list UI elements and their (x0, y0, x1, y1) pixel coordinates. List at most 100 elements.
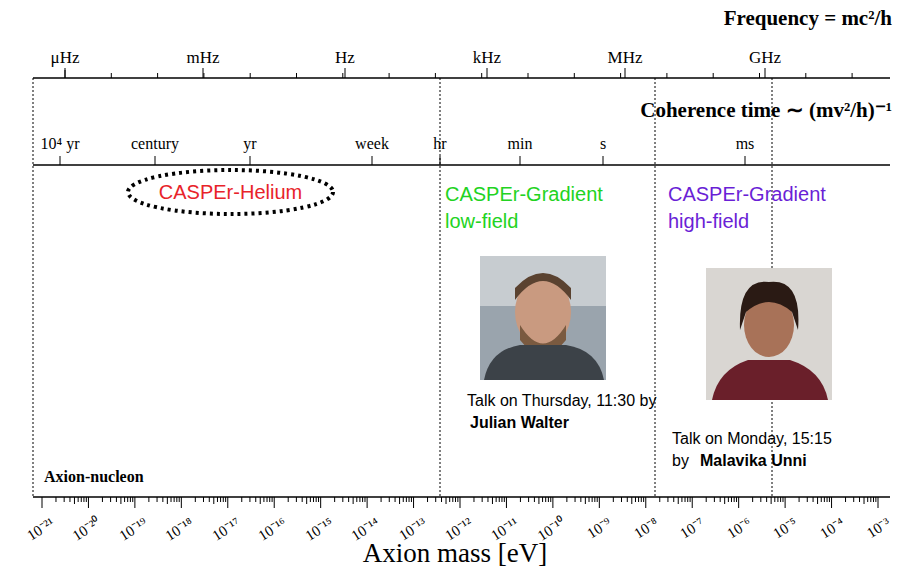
axis-tick (785, 497, 786, 508)
axis-tick (255, 497, 256, 502)
axis-tick (714, 497, 715, 502)
axis-tick (678, 497, 679, 504)
axis-tick (878, 497, 879, 508)
axis-tick (155, 156, 156, 165)
axis-tick (69, 497, 70, 502)
speaker-name: Julian Walter (470, 414, 569, 432)
frequency-label: mHz (186, 48, 219, 68)
mass-tick-label: 10⁻¹⁷ (208, 512, 244, 545)
axis-tick (42, 497, 43, 508)
axis-tick (195, 497, 196, 502)
axis-tick (296, 73, 297, 78)
axis-tick (752, 497, 753, 502)
axis-tick (395, 497, 396, 502)
axis-tick (845, 497, 846, 502)
axis-tick (780, 497, 781, 502)
axis-tick (250, 156, 251, 165)
axis-tick (411, 497, 412, 502)
axis-tick (506, 497, 507, 508)
axis-tick (116, 497, 117, 502)
range-divider (33, 78, 34, 497)
axis-tick (362, 497, 363, 502)
axis-tick (827, 497, 828, 502)
axis-tick (127, 497, 128, 502)
axis-tick (381, 497, 382, 502)
coupling-label: Axion-nucleon (44, 468, 144, 486)
axis-tick (728, 497, 729, 502)
axis-tick (111, 73, 112, 78)
axis-tick (367, 497, 368, 508)
axis-tick (413, 497, 414, 508)
axis-tick (318, 497, 319, 502)
axis-tick (260, 497, 261, 504)
axis-tick (852, 73, 853, 78)
axis-tick (334, 497, 335, 502)
axis-tick (353, 497, 354, 504)
axis-tick (389, 497, 390, 502)
frequency-label: GHz (749, 48, 781, 68)
axis-tick (777, 497, 778, 502)
mass-tick-label: 10⁻⁴ (815, 512, 847, 542)
axis-tick (766, 497, 767, 502)
axis-tick (225, 497, 226, 502)
axis-tick (627, 497, 628, 502)
axis-tick (102, 497, 103, 502)
mass-tick-label: 10⁻⁹ (583, 512, 615, 542)
axis-tick (88, 497, 89, 508)
axis-tick (829, 497, 830, 502)
axis-tick (320, 497, 321, 508)
axis-tick (731, 497, 732, 502)
axis-tick (481, 73, 482, 78)
axis-tick (487, 497, 488, 502)
axis-tick (296, 497, 297, 502)
axis-tick (736, 497, 737, 502)
axis-tick (171, 497, 172, 502)
axis-tick (824, 497, 825, 502)
axis-tick (148, 497, 149, 502)
time-label: min (508, 135, 533, 153)
axis-tick (487, 68, 488, 78)
axis-tick (440, 156, 441, 165)
axis-tick (359, 497, 360, 502)
axis-tick (132, 497, 133, 502)
axis-tick (78, 497, 79, 502)
axis-title: Coherence time ∼ (mv²/h)⁻¹ (640, 98, 892, 123)
axis-tick (302, 497, 303, 502)
axis-tick (460, 497, 461, 508)
axis-tick (203, 68, 204, 78)
axis-tick (771, 497, 772, 504)
axis-tick (613, 497, 614, 502)
axis-tick (249, 497, 250, 502)
axis-tick (621, 497, 622, 502)
axis-tick (867, 497, 868, 502)
axis-tick (86, 497, 87, 502)
axis-tick (782, 497, 783, 502)
axis-tick (545, 497, 546, 502)
axis-tick (759, 73, 760, 78)
mass-tick-label: 10⁻⁷ (676, 512, 708, 542)
axis-tick (220, 497, 221, 502)
axis-tick (81, 497, 82, 502)
axis-tick (520, 156, 521, 165)
time-label: week (355, 135, 389, 153)
axis-tick (452, 497, 453, 502)
axis-tick (528, 497, 529, 502)
axis-tick (859, 497, 860, 502)
axis-tick (799, 497, 800, 502)
axis-tick (65, 68, 66, 78)
time-label: ms (736, 135, 755, 153)
axis-tick (124, 497, 125, 502)
mass-tick-label: 10⁻⁸ (629, 512, 661, 542)
axis-tick (864, 497, 865, 504)
axis-tick (348, 497, 349, 502)
talk-note: Talk on Monday, 15:15 (672, 430, 832, 448)
axis-tick (760, 497, 761, 502)
axis-tick (496, 497, 497, 502)
talk-note: by (672, 452, 689, 470)
portrait-photo (480, 256, 606, 380)
axis-tick (364, 497, 365, 502)
axis-tick (372, 156, 373, 165)
axis-tick (209, 497, 210, 502)
axis-tick (681, 497, 682, 502)
